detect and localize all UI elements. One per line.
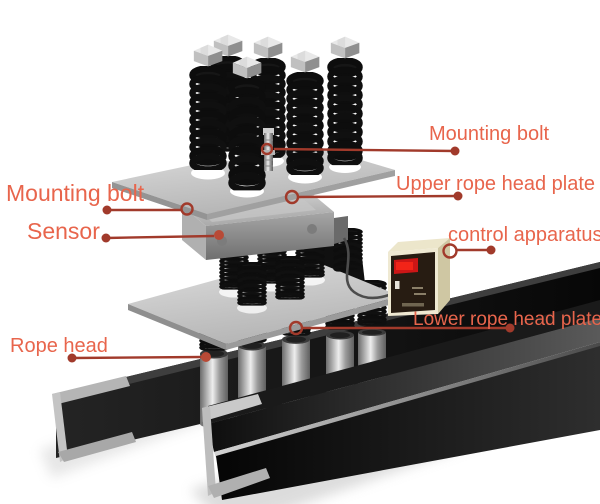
cable-gland [334,216,348,244]
control-apparatus-box [388,238,450,316]
label-control-apparatus: control apparatus [448,224,600,246]
front-channel-beam [202,300,600,500]
label-lower-rope-head-plate: Lower rope head plate [413,309,600,330]
label-rope-head: Rope head [10,335,108,357]
label-mounting-bolt-left: Mounting bolt [6,180,145,206]
sensor-body [182,192,348,260]
leader-mounting-bolt-left [102,202,194,216]
leader-rope-head [67,352,211,363]
leader-sensor [101,230,224,243]
label-sensor: Sensor [27,218,100,244]
label-mounting-bolt-right: Mounting bolt [429,123,550,145]
leader-mounting-bolt-right [260,142,460,156]
sensor-cable [342,237,390,300]
leader-lower-rope-head-plate [288,320,515,336]
leader-upper-rope-head-plate [284,189,463,205]
mounting-bolt-small [261,128,275,171]
label-upper-rope-head-plate: Upper rope head plate [396,173,595,195]
leader-control-apparatus [442,243,496,259]
